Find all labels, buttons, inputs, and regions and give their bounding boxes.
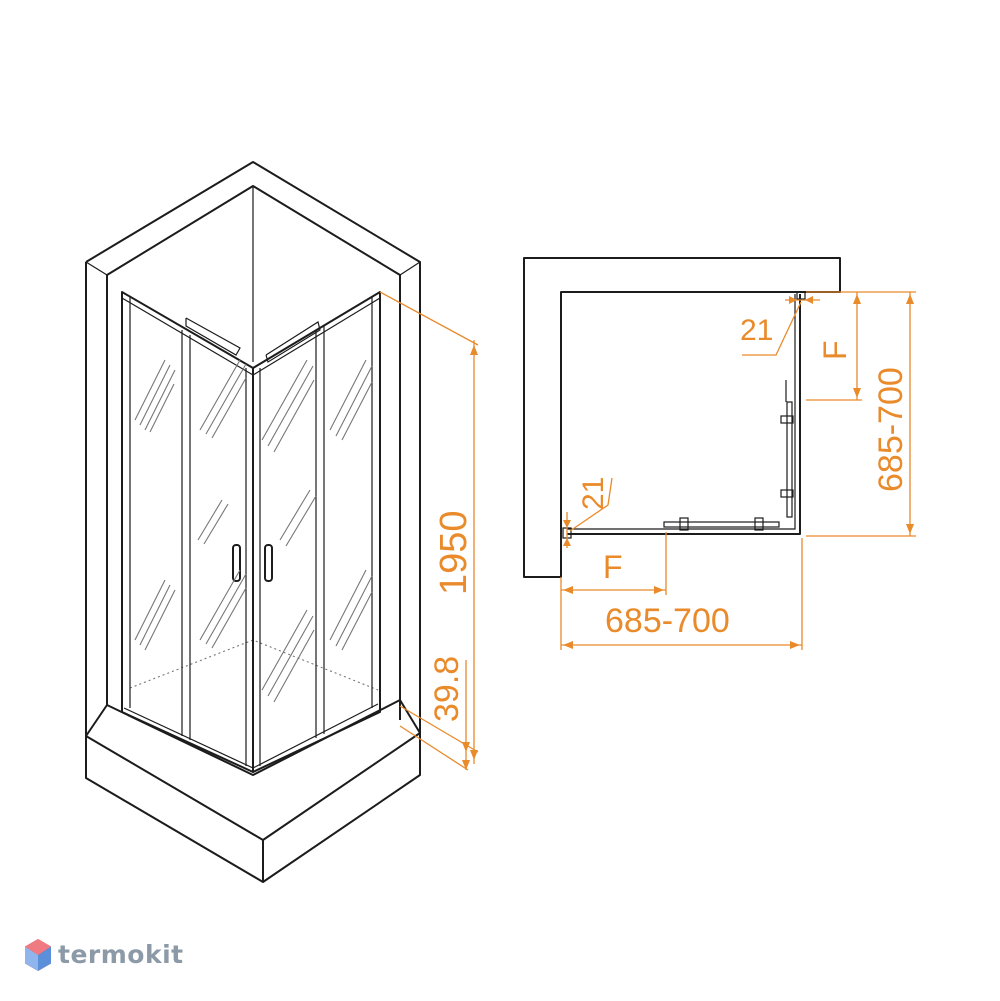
isometric-view: 1950 39.8 [85, 161, 479, 883]
glass-hatching [134, 359, 373, 703]
plan-wall-outline [523, 257, 841, 578]
brand-logo-text: termokit [58, 940, 184, 969]
right-opening-label: F [817, 340, 853, 360]
top-profile-label: 21 [740, 314, 773, 347]
plan-dimensions: 685-700 F 685-700 F 21 [560, 291, 916, 650]
plan-enclosure-profile [562, 291, 806, 539]
left-enclosure-panel [121, 291, 254, 773]
height-dimension-label: 1950 [433, 510, 475, 595]
hexagon-logo-icon [25, 939, 51, 971]
left-profile-label: 21 [577, 477, 610, 510]
width-dimension-label: 685-700 [605, 602, 730, 640]
tray-height-dimension-label: 39.8 [428, 656, 466, 722]
walls [85, 161, 421, 736]
plan-view: 685-700 F 685-700 F 21 [523, 257, 916, 650]
door-handles [232, 544, 273, 582]
iso-dimensions: 1950 39.8 [379, 291, 479, 771]
depth-dimension-label: 685-700 [872, 367, 910, 492]
right-enclosure-panel [252, 291, 381, 773]
bottom-opening-label: F [603, 549, 623, 585]
